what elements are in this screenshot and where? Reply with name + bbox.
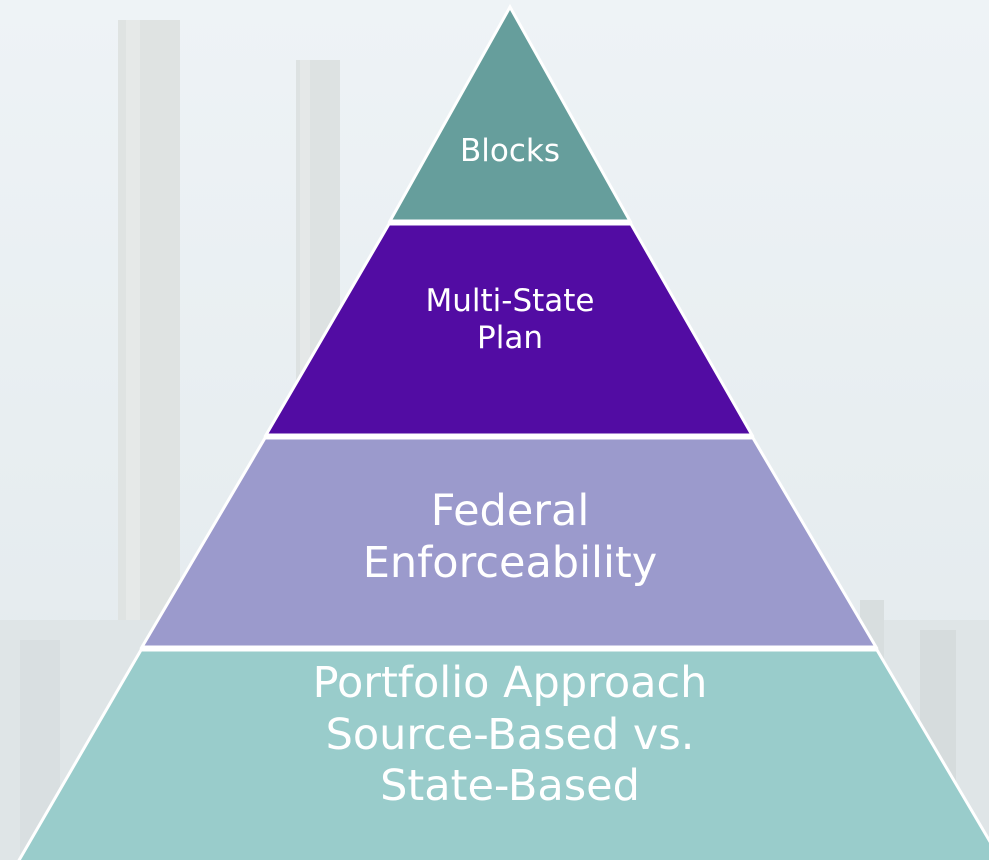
tier-portfolio-label: Portfolio Approach Source-Based vs. Stat… — [210, 658, 810, 813]
tier-label-line: State-Based — [380, 761, 640, 812]
tier-label-line: Portfolio Approach — [312, 658, 708, 708]
tier-federal-shape — [139, 436, 879, 649]
tier-label-line: Blocks — [460, 133, 560, 169]
tier-blocks-shape — [387, 3, 633, 223]
tier-label-line: Source-Based vs. — [325, 709, 695, 760]
tier-federal-label: Federal Enforceability — [310, 486, 710, 589]
tier-label-line: Plan — [477, 320, 543, 357]
tier-label-line: Federal — [430, 486, 590, 536]
tier-multi-state-label: Multi-State Plan — [360, 283, 660, 357]
tier-blocks-label: Blocks — [410, 133, 610, 170]
tier-label-line: Enforceability — [362, 537, 658, 588]
tier-label-line: Multi-State — [425, 283, 595, 319]
tier-multi-state-shape — [263, 222, 755, 437]
tier-portfolio-shape — [17, 648, 989, 860]
